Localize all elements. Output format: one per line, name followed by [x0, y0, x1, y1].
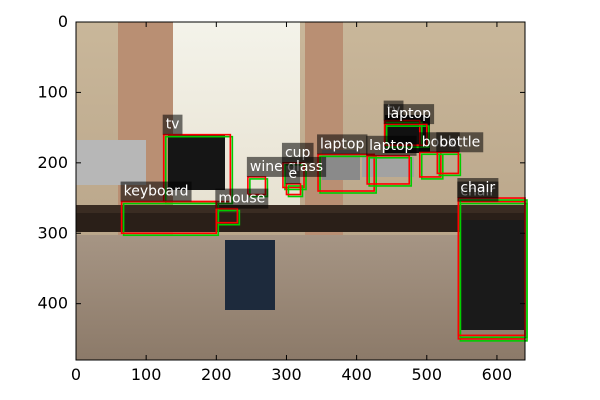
detection-label-bg: [383, 104, 435, 125]
detection-label-bg: [317, 134, 368, 155]
detection-label-bg: [457, 178, 499, 199]
x-tick-label: 100: [131, 365, 162, 384]
chair: [460, 220, 525, 330]
detection-label: cup: [285, 145, 311, 161]
y-tick-label: 400: [37, 294, 68, 313]
floor-boxes: [225, 240, 275, 310]
printer: [76, 140, 146, 185]
detection-box-gt: [420, 153, 444, 180]
desk-top: [76, 210, 525, 232]
y-tick-label: 200: [37, 153, 68, 172]
x-tick-label: 500: [412, 365, 443, 384]
detection-box-gt: [217, 209, 241, 226]
detection-label-bg: [366, 135, 417, 156]
detection-label: e: [288, 166, 297, 182]
floor: [76, 235, 525, 360]
detection-label: laptop: [320, 136, 364, 152]
x-tick-label: 200: [201, 365, 232, 384]
y-tick-label: 300: [37, 223, 68, 242]
detection-label: bottle: [439, 134, 480, 150]
x-tick-label: 300: [271, 365, 302, 384]
y-tick-label: 100: [37, 82, 68, 101]
detection-label: keyboard: [124, 184, 189, 200]
detection-box-gt: [287, 185, 304, 198]
detection-labels: tvtvlaptoplaptoplaptopcupwine glasskeybo…: [120, 100, 499, 209]
detection-box-gt: [438, 153, 462, 177]
monitor-1: [168, 135, 225, 190]
y-tick-label: 0: [58, 12, 68, 31]
detection-label-bg: [285, 163, 301, 184]
detection-label-bg: [215, 188, 269, 209]
laptop-2: [362, 157, 414, 177]
detection-label: laptop: [387, 106, 431, 122]
detection-label: chair: [460, 180, 495, 196]
detection-label: tv: [166, 117, 180, 133]
detection-label: laptop: [369, 138, 413, 154]
detection-label-bg: [436, 132, 484, 153]
x-tick-label: 600: [482, 365, 513, 384]
x-tick-label: 400: [341, 365, 372, 384]
detection-label-bg: [120, 181, 192, 202]
detection-box-gt: [368, 156, 413, 187]
x-axis-ticks: 0 100 200 300 400 500 600: [71, 22, 512, 384]
detection-label-bg: [162, 114, 183, 135]
y-axis-ticks: 0 100 200 300 400: [37, 12, 525, 313]
x-tick-label: 0: [71, 365, 81, 384]
detection-label: mouse: [218, 191, 265, 207]
desk-surface: [76, 205, 525, 213]
axes-frame: [75, 21, 526, 361]
photo: [76, 22, 525, 360]
